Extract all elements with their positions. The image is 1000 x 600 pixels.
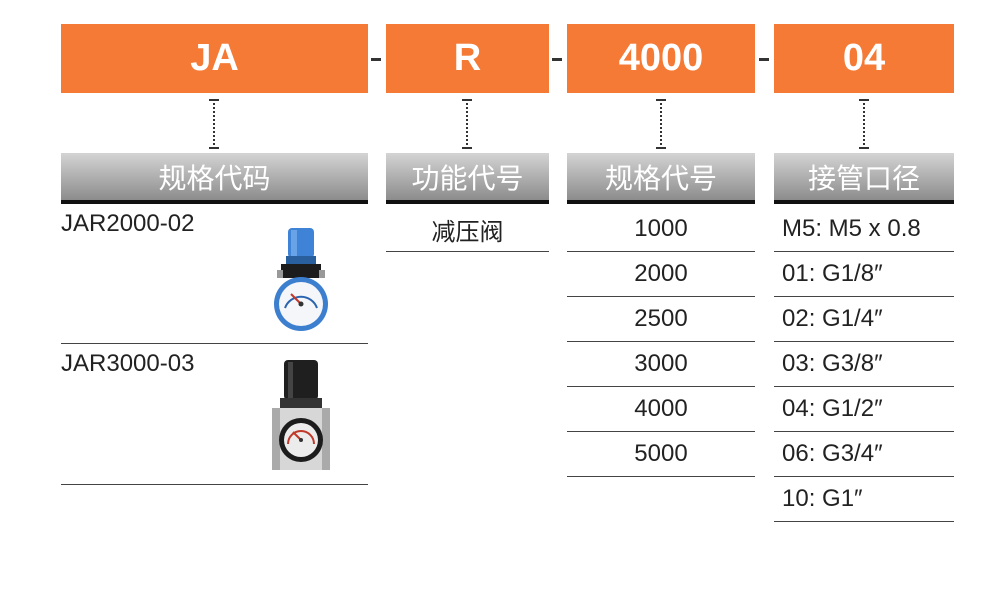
size-row: 5000 [567,432,755,477]
code-separator-1 [371,58,381,61]
size-row-text: 4000 [634,395,688,422]
model-row-2: JAR3000-03 [61,344,368,485]
function-row-text: 减压阀 [431,217,504,246]
code-segment-function: R [386,24,549,93]
port-row-text: 10: G1″ [782,485,863,512]
code-segment-series: JA [61,24,368,93]
header-function-code-text: 功能代号 [411,161,524,195]
connector-port [859,99,869,149]
model-label: JAR3000-03 [61,350,195,377]
size-row-text: 2500 [634,305,688,332]
size-row: 2000 [567,252,755,297]
port-row: 01: G1/8″ [774,252,954,297]
code-segment-size-text: 4000 [618,37,704,79]
blue-regulator-with-gauge-icon [274,228,328,331]
code-segment-size: 4000 [567,24,755,93]
port-row: M5: M5 x 0.8 [774,207,954,252]
code-separator-2 [552,58,562,61]
size-row: 3000 [567,342,755,387]
port-row: 06: G3/4″ [774,432,954,477]
code-segment-port-text: 04 [842,37,886,79]
size-row-text: 1000 [634,215,688,242]
function-row: 减压阀 [386,207,549,252]
port-row: 10: G1″ [774,477,954,522]
header-port-size-text: 接管口径 [807,161,920,195]
code-segment-port: 04 [774,24,954,93]
size-row: 4000 [567,387,755,432]
port-row-text: M5: M5 x 0.8 [782,215,921,242]
header-model-code: 规格代码 [61,153,368,204]
black-regulator-with-gauge-icon [272,360,330,470]
code-separator-3 [759,58,769,61]
header-function-code: 功能代号 [386,153,549,204]
port-row-text: 01: G1/8″ [782,260,883,287]
header-size-code-text: 规格代号 [604,161,717,195]
port-row: 02: G1/4″ [774,297,954,342]
header-port-size: 接管口径 [774,153,954,204]
connector-size [656,99,666,149]
model-label: JAR2000-02 [61,210,195,237]
connector-series [209,99,219,149]
port-row-text: 04: G1/2″ [782,395,883,422]
connector-function [462,99,472,149]
port-row: 03: G3/8″ [774,342,954,387]
header-model-code-text: 规格代码 [158,161,271,195]
model-row-1: JAR2000-02 [61,204,368,344]
port-row-text: 02: G1/4″ [782,305,883,332]
port-row: 04: G1/2″ [774,387,954,432]
size-row-text: 2000 [634,260,688,287]
code-segment-series-text: JA [190,37,239,79]
port-row-text: 06: G3/4″ [782,440,883,467]
header-size-code: 规格代号 [567,153,755,204]
size-row-text: 5000 [634,440,688,467]
size-row: 2500 [567,297,755,342]
size-row: 1000 [567,207,755,252]
size-row-text: 3000 [634,350,688,377]
port-row-text: 03: G3/8″ [782,350,883,377]
code-segment-function-text: R [453,37,482,79]
